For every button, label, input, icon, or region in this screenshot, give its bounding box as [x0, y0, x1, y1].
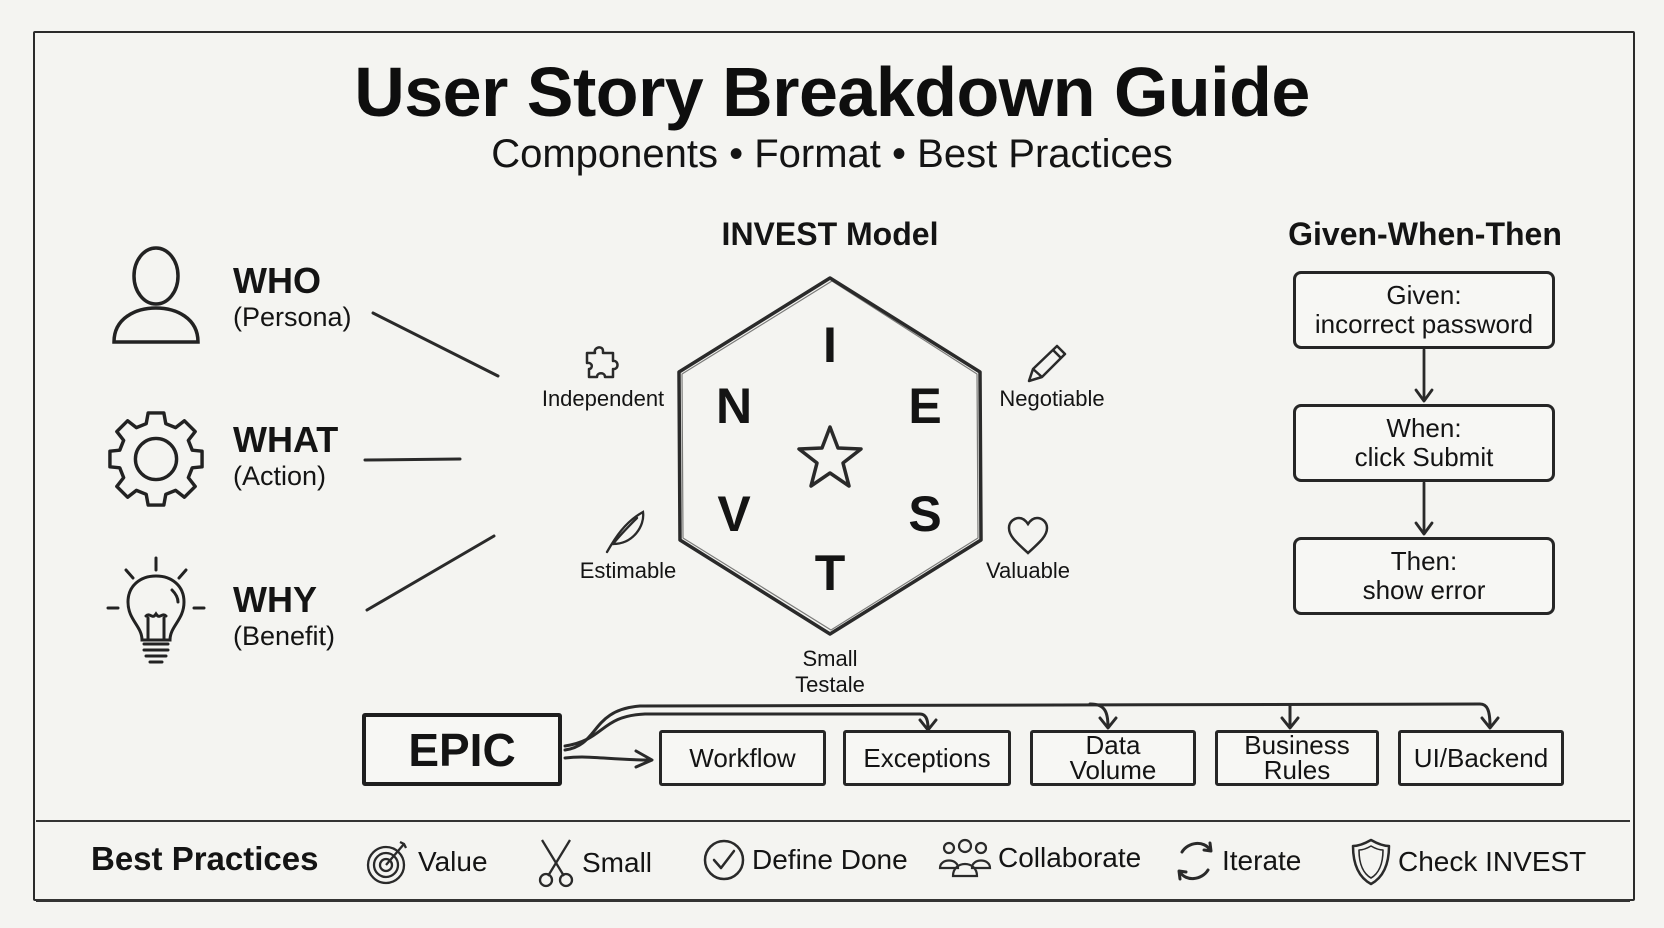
pencil-icon — [1027, 344, 1067, 383]
gwt-then-value: show error — [1362, 575, 1486, 605]
gwt-given-value: incorrect password — [1314, 309, 1534, 339]
component-who-sublabel: (Persona) — [233, 302, 352, 332]
story-workflow: Workflow — [659, 730, 826, 786]
invest-letter-t: T — [814, 545, 846, 601]
bp-item-iterate: Iterate — [1174, 838, 1301, 884]
gear-icon — [108, 411, 204, 507]
invest-label-negotiable: Negotiable — [999, 386, 1105, 411]
best-practices-title: Best Practices — [91, 840, 319, 877]
story-data-volume-line2: Volume — [1069, 755, 1157, 785]
invest-letter-e: E — [908, 378, 942, 434]
page-subtitle: Components • Format • Best Practices — [491, 132, 1173, 176]
gwt-given-box: Given: incorrect password — [1293, 271, 1555, 349]
gwt-given-label: Given: — [1386, 280, 1462, 310]
gwt-then-label: Then: — [1390, 546, 1458, 576]
bp-label-define-done: Define Done — [752, 844, 908, 875]
bp-label-iterate: Iterate — [1222, 845, 1302, 876]
component-what-sublabel: (Action) — [233, 461, 327, 491]
story-ui-backend: UI/Backend — [1398, 730, 1564, 786]
bp-item-check-invest: Check INVEST — [1350, 838, 1586, 886]
bp-label-check-invest: Check INVEST — [1398, 846, 1587, 877]
component-what: WHAT (Action) — [233, 421, 338, 493]
invest-label-independent: Independent — [541, 386, 665, 411]
story-exceptions: Exceptions — [843, 730, 1011, 786]
invest-letter-v: V — [717, 486, 751, 542]
gwt-title: Given-When-Then — [1288, 216, 1562, 252]
target-icon — [366, 840, 408, 885]
story-data-volume-line1: Data — [1085, 730, 1141, 760]
invest-label-estimable: Estimable — [579, 558, 677, 583]
bp-label-collaborate: Collaborate — [998, 842, 1142, 873]
component-why-label: WHY — [233, 579, 317, 620]
scissors-icon — [538, 839, 574, 888]
story-workflow-line1: Workflow — [689, 742, 796, 773]
bp-item-value: Value — [366, 838, 488, 886]
shield-icon — [1351, 838, 1391, 886]
invest-title: INVEST Model — [721, 216, 939, 252]
story-ui-backend-line1: UI/Backend — [1413, 742, 1549, 773]
puzzle-icon — [585, 346, 619, 379]
refresh-icon — [1177, 841, 1213, 881]
component-why: WHY (Benefit) — [233, 581, 335, 653]
page-title: User Story Breakdown Guide — [354, 53, 1310, 131]
invest-letter-i: I — [823, 317, 837, 373]
story-business-rules-line2: Rules — [1263, 755, 1331, 785]
person-icon — [112, 246, 200, 344]
component-why-sublabel: (Benefit) — [233, 621, 336, 651]
story-business-rules-line1: Business — [1244, 730, 1350, 760]
gwt-when-label: When: — [1386, 413, 1462, 443]
gwt-when-box: When: click Submit — [1293, 404, 1555, 482]
epic-box: EPIC — [362, 713, 562, 786]
invest-label-testable: Testale — [795, 672, 865, 697]
gwt-then-box: Then: show error — [1293, 537, 1555, 615]
component-what-label: WHAT — [233, 419, 339, 460]
bp-label-value: Value — [418, 846, 488, 877]
bp-item-collaborate: Collaborate — [938, 838, 1141, 878]
story-exceptions-line1: Exceptions — [863, 742, 991, 773]
bp-item-small: Small — [536, 838, 652, 888]
bp-item-define-done: Define Done — [702, 838, 908, 882]
star-icon — [797, 425, 863, 488]
bp-label-small: Small — [582, 847, 653, 878]
invest-label-small: Small — [802, 646, 858, 671]
component-who-label: WHO — [233, 260, 321, 301]
component-who: WHO (Persona) — [233, 262, 352, 334]
invest-label-valuable: Valuable — [986, 558, 1070, 583]
check-circle-icon — [703, 839, 745, 881]
invest-letter-s: S — [908, 486, 942, 542]
lightbulb-icon — [106, 556, 206, 664]
gwt-when-value: click Submit — [1354, 442, 1494, 472]
heart-icon — [1007, 516, 1049, 555]
feather-icon — [605, 510, 645, 554]
invest-letter-n: N — [715, 378, 753, 434]
group-icon — [938, 838, 992, 878]
best-practices-bar — [36, 820, 1630, 902]
